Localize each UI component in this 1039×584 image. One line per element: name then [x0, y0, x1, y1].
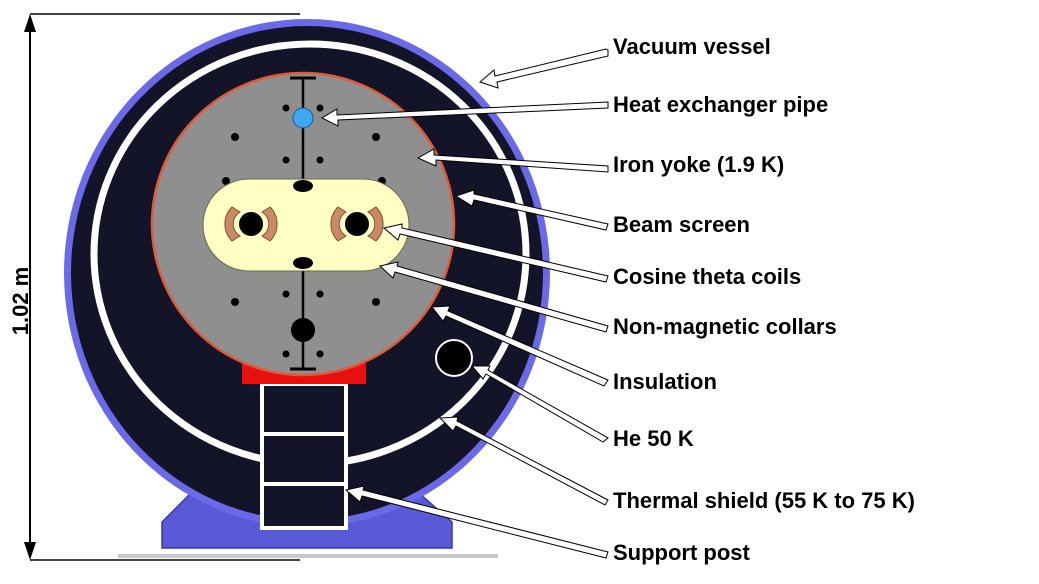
beam-pipe-right: [345, 212, 369, 236]
non-magnetic-collars: [202, 178, 410, 272]
label-insulation: Insulation: [613, 369, 717, 394]
he-50k-pipe: [435, 339, 473, 377]
arrow-heat-exchanger: [320, 101, 609, 127]
height-dimension: [24, 13, 300, 561]
label-he-50k: He 50 K: [613, 426, 694, 451]
label-heat-exchanger-pipe: Heat exchanger pipe: [613, 92, 829, 117]
arrow-insulation: [431, 305, 609, 387]
arrow-support-post: [344, 485, 609, 559]
height-dimension-label: 1.02 m: [8, 266, 33, 336]
label-cosine-theta-coils: Cosine theta coils: [613, 264, 802, 289]
arrow-collars: [378, 261, 609, 333]
arrow-beam-screen: [454, 189, 609, 231]
arrow-he-50k: [470, 365, 609, 443]
label-iron-yoke: Iron yoke (1.9 K): [613, 152, 785, 177]
yoke-holes: [222, 104, 386, 358]
support-post: [260, 382, 348, 530]
collar-key-bottom: [293, 257, 313, 269]
arrow-vacuum-vessel: [479, 48, 609, 89]
cosine-theta-coils-left: [224, 206, 278, 242]
arrow-iron-yoke: [416, 148, 609, 173]
arrow-thermal-shield: [438, 416, 609, 506]
arrow-coils: [382, 223, 609, 283]
label-non-magnetic-collars: Non-magnetic collars: [613, 314, 837, 339]
cosine-theta-coils-right: [330, 206, 384, 242]
label-thermal-shield: Thermal shield (55 K to 75 K): [613, 488, 915, 513]
label-vacuum-vessel: Vacuum vessel: [613, 34, 771, 59]
label-beam-screen: Beam screen: [613, 212, 750, 237]
heat-exchanger-pipe: [292, 107, 314, 129]
leader-arrows: [320, 48, 609, 559]
beam-pipe-left: [239, 212, 263, 236]
label-support-post: Support post: [613, 540, 750, 565]
collar-key-top: [293, 180, 313, 192]
